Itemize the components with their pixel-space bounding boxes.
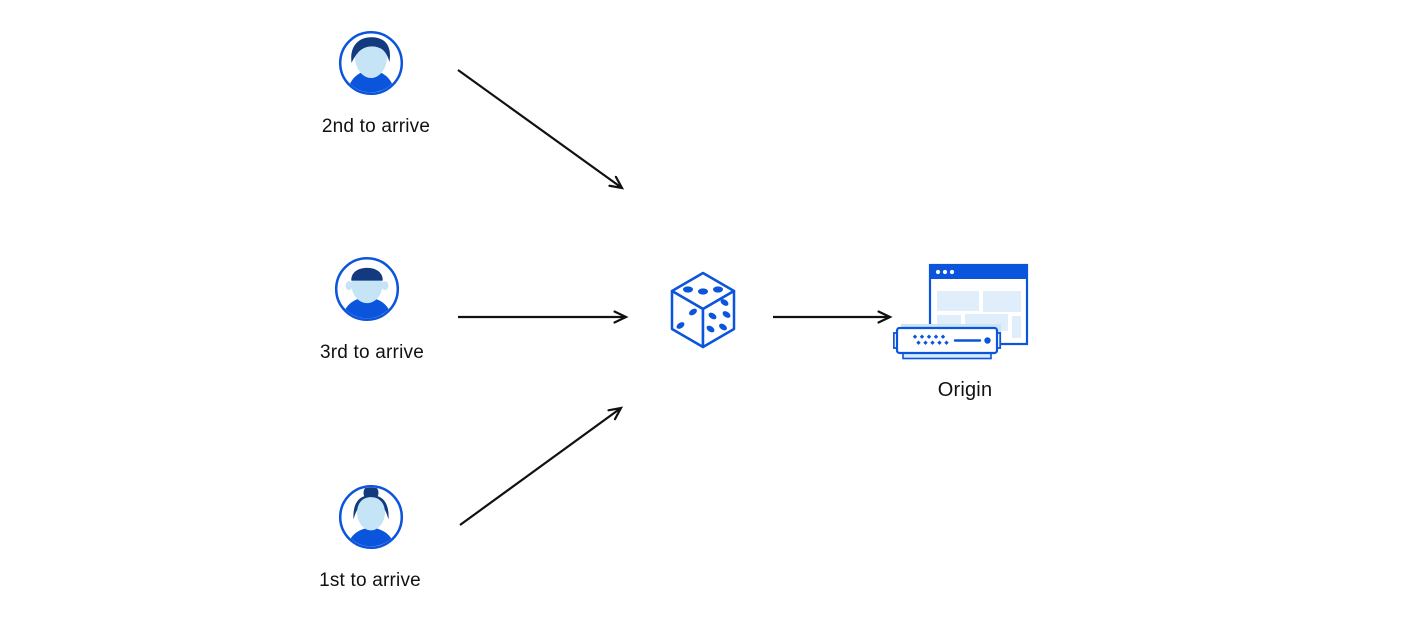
server-icon (893, 324, 1002, 360)
user-label-2nd: 2nd to arrive (321, 116, 431, 137)
user-node-1st (337, 483, 405, 551)
user-node-2nd (337, 29, 405, 97)
user-node-3rd (333, 255, 401, 323)
arrow-user1-to-dice (459, 408, 621, 526)
arrow-user2-to-dice (457, 69, 622, 188)
origin-label: Origin (937, 379, 993, 401)
dice-node (668, 270, 738, 350)
origin-node (893, 258, 1032, 362)
user-female-bun-avatar-icon (338, 484, 404, 550)
user-male-flat-hair-avatar-icon (334, 256, 400, 322)
dice-icon (670, 271, 736, 349)
dice-pips (676, 286, 731, 333)
user-male-swoosh-hair-avatar-icon (338, 30, 404, 96)
user-label-3rd: 3rd to arrive (320, 342, 424, 363)
user-label-1st: 1st to arrive (319, 570, 421, 591)
origin-server-browser-icon (893, 263, 1029, 360)
server-vents (912, 334, 949, 345)
